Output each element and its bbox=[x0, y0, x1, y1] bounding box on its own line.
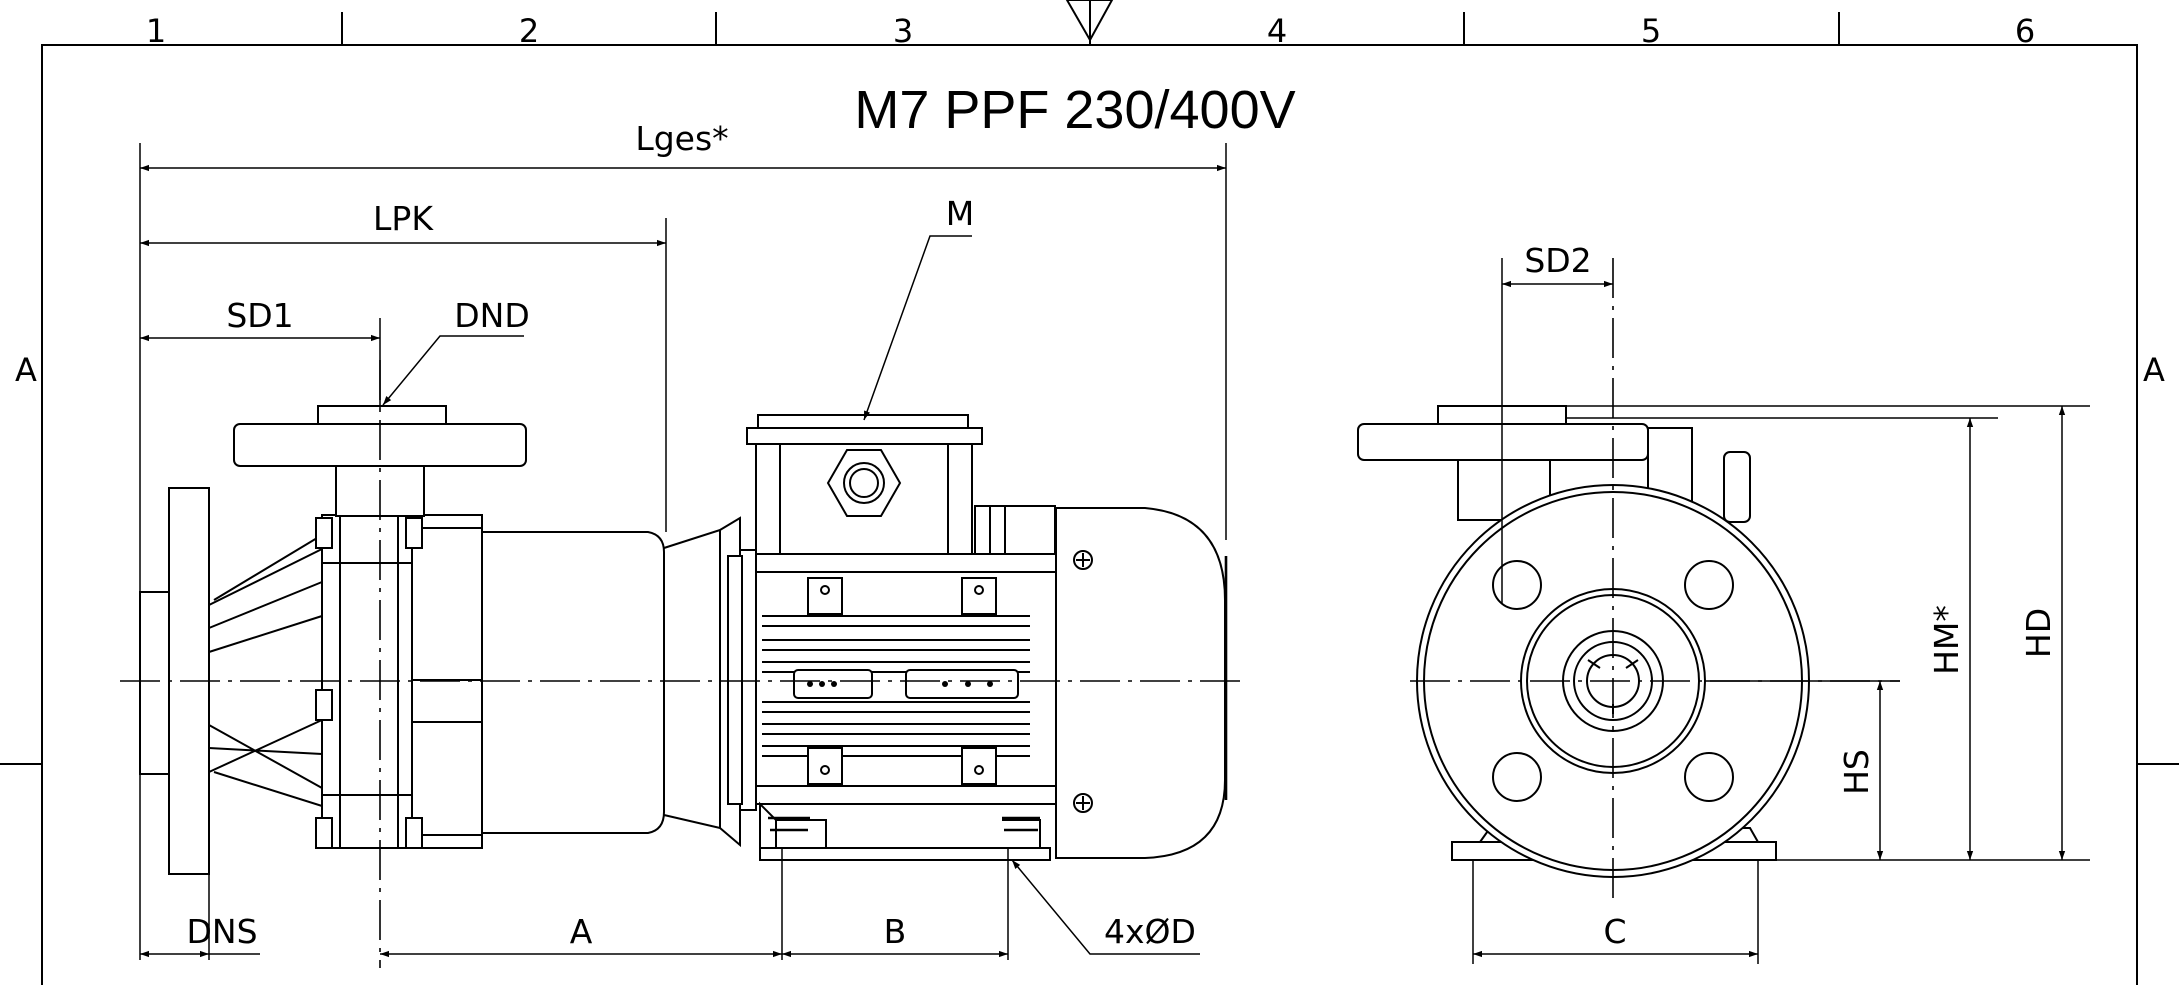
motor-side-view bbox=[727, 414, 1228, 861]
zone-row-left: A bbox=[15, 351, 37, 389]
zone-col-2: 2 bbox=[519, 12, 539, 50]
pump-side-view bbox=[139, 405, 741, 875]
dim-dnd: DND bbox=[454, 296, 530, 335]
dim-lpk: LPK bbox=[373, 199, 434, 238]
dimension-lines-side bbox=[139, 143, 1227, 960]
centering-mark-icon bbox=[1065, 0, 1114, 45]
dim-hs: HS bbox=[1837, 749, 1876, 795]
zone-col-3: 3 bbox=[893, 12, 913, 50]
dim-m: M bbox=[946, 194, 974, 233]
zone-col-4: 4 bbox=[1267, 12, 1287, 50]
dimension-labels-side: Lges* LPK SD1 DND M DNS A B 4xØD bbox=[186, 119, 1195, 951]
dim-sd2: SD2 bbox=[1524, 241, 1591, 280]
zone-row-right: A bbox=[2143, 351, 2165, 389]
dim-dns: DNS bbox=[186, 912, 257, 951]
dim-hm: HM* bbox=[1927, 605, 1966, 675]
zone-col-1: 1 bbox=[146, 12, 166, 50]
drawing-title: M7 PPF 230/400V bbox=[854, 80, 1295, 140]
dim-sd1: SD1 bbox=[226, 296, 293, 335]
dim-a: A bbox=[570, 912, 593, 951]
zone-col-6: 6 bbox=[2015, 12, 2035, 50]
dim-hd: HD bbox=[2019, 608, 2058, 658]
dim-lges: Lges* bbox=[635, 119, 728, 158]
zone-col-5: 5 bbox=[1641, 12, 1661, 50]
pump-front-view bbox=[1357, 405, 1810, 878]
dim-b: B bbox=[884, 912, 907, 951]
dimension-lines-front bbox=[1472, 258, 2090, 964]
dim-c: C bbox=[1603, 912, 1626, 951]
dim-holes: 4xØD bbox=[1104, 912, 1196, 951]
zone-labels: 1 2 3 4 5 6 A A bbox=[15, 12, 2165, 389]
dimension-labels-front: SD2 C HS HM* HD bbox=[1524, 241, 2058, 951]
